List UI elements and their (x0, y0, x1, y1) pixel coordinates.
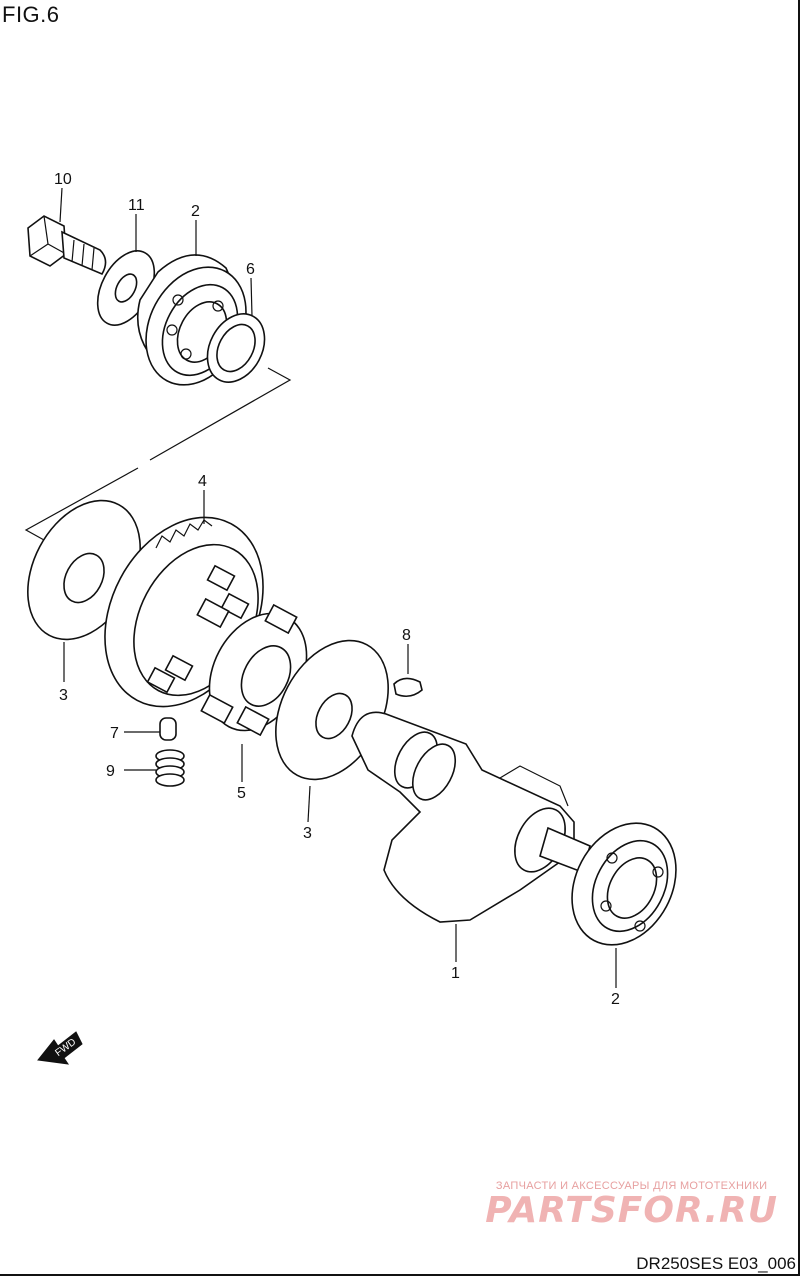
callout-10: 10 (54, 171, 72, 188)
figure-code: DR250SES E03_006 (636, 1254, 796, 1273)
callout-labels: 10 11 2 6 4 3 8 7 9 5 3 1 2 (54, 171, 620, 1008)
right-border (798, 0, 800, 1276)
assembly-line (149, 367, 292, 461)
callout-2-upper: 2 (191, 203, 200, 220)
spring-part (155, 749, 185, 787)
shaft-part (351, 711, 591, 923)
pin-part (159, 717, 177, 741)
callout-1: 1 (451, 965, 460, 982)
fwd-arrow-icon: FWD (37, 1031, 83, 1065)
figure-title: FIG.6 (2, 2, 60, 27)
callout-2-lower: 2 (611, 991, 620, 1008)
bolt-part (27, 215, 107, 276)
watermark-subtitle: ЗАПЧАСТИ И АКСЕССУАРЫ ДЛЯ МОТОТЕХНИКИ (495, 1180, 768, 1192)
bearing-part-lower (571, 822, 677, 946)
watermark: ЗАПЧАСТИ И АКСЕССУАРЫ ДЛЯ МОТОТЕХНИКИ PA… (485, 1180, 778, 1231)
callout-9: 9 (106, 763, 115, 780)
callout-3-left: 3 (59, 687, 68, 704)
callout-11: 11 (128, 197, 145, 214)
callout-4: 4 (198, 473, 207, 490)
callout-5: 5 (237, 785, 246, 802)
assembly-line-lower (24, 467, 139, 541)
callout-7: 7 (110, 725, 119, 742)
key-part (393, 677, 423, 698)
oil-seal-part (206, 313, 266, 383)
callout-3-middle: 3 (303, 825, 312, 842)
watermark-brand: PARTSFOR.RU (485, 1190, 778, 1231)
callout-6: 6 (246, 261, 255, 278)
callout-8: 8 (402, 627, 411, 644)
leader-lines (59, 187, 617, 988)
bottom-border (0, 1274, 800, 1276)
